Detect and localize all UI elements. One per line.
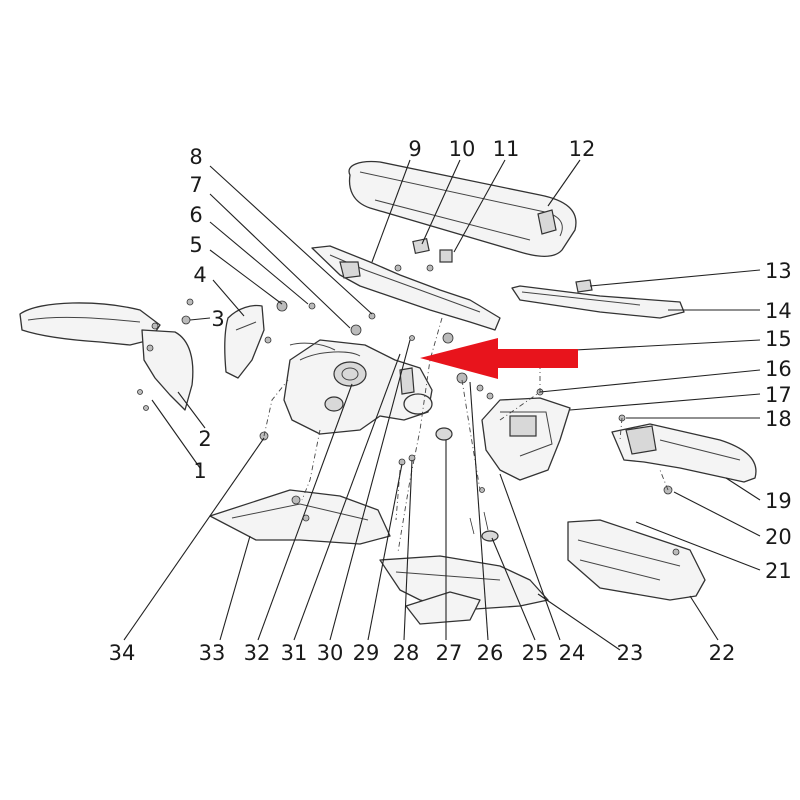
red-arrow-indicator bbox=[420, 338, 578, 379]
callout-14: 14 bbox=[765, 299, 792, 323]
callout-9: 9 bbox=[408, 137, 421, 161]
leader-lines bbox=[123, 159, 761, 651]
callout-12: 12 bbox=[569, 137, 596, 161]
callout-24: 24 bbox=[559, 641, 586, 665]
callout-11: 11 bbox=[493, 137, 520, 161]
side-rail-part bbox=[511, 279, 685, 319]
callout-18: 18 bbox=[765, 407, 792, 431]
tail-bracket-part bbox=[481, 397, 571, 481]
rubber-pad-part bbox=[394, 237, 453, 272]
callout-30: 30 bbox=[317, 641, 344, 665]
seat-part bbox=[348, 160, 577, 257]
callout-2: 2 bbox=[198, 427, 211, 451]
callout-10: 10 bbox=[449, 137, 476, 161]
rear-bracket-part bbox=[311, 245, 501, 331]
callout-19: 19 bbox=[765, 489, 792, 513]
callout-3: 3 bbox=[211, 307, 224, 331]
callout-20: 20 bbox=[765, 525, 792, 549]
callout-17: 17 bbox=[765, 383, 792, 407]
rear-fender-part bbox=[611, 423, 757, 483]
front-fender-part bbox=[19, 302, 194, 411]
headlight-bracket-part bbox=[224, 300, 288, 379]
callout-13: 13 bbox=[765, 259, 792, 283]
callout-5: 5 bbox=[189, 233, 202, 257]
callout-1: 1 bbox=[193, 459, 206, 483]
callout-28: 28 bbox=[393, 641, 420, 665]
callout-22: 22 bbox=[709, 641, 736, 665]
callout-21: 21 bbox=[765, 559, 792, 583]
callout-16: 16 bbox=[765, 357, 792, 381]
callout-25: 25 bbox=[522, 641, 549, 665]
airbox-frame-part bbox=[283, 339, 433, 435]
lower-panel-part bbox=[379, 555, 549, 625]
callout-29: 29 bbox=[353, 641, 380, 665]
tool-pack-part bbox=[567, 519, 706, 601]
callout-7: 7 bbox=[189, 173, 202, 197]
callout-4: 4 bbox=[193, 263, 206, 287]
callout-8: 8 bbox=[189, 145, 202, 169]
callout-6: 6 bbox=[189, 203, 202, 227]
fastener-group bbox=[137, 298, 673, 542]
callout-15: 15 bbox=[765, 327, 792, 351]
callout-33: 33 bbox=[199, 641, 226, 665]
callout-34: 34 bbox=[109, 641, 136, 665]
callout-27: 27 bbox=[436, 641, 463, 665]
callout-31: 31 bbox=[281, 641, 308, 665]
callout-23: 23 bbox=[617, 641, 644, 665]
callout-26: 26 bbox=[477, 641, 504, 665]
callout-32: 32 bbox=[244, 641, 271, 665]
